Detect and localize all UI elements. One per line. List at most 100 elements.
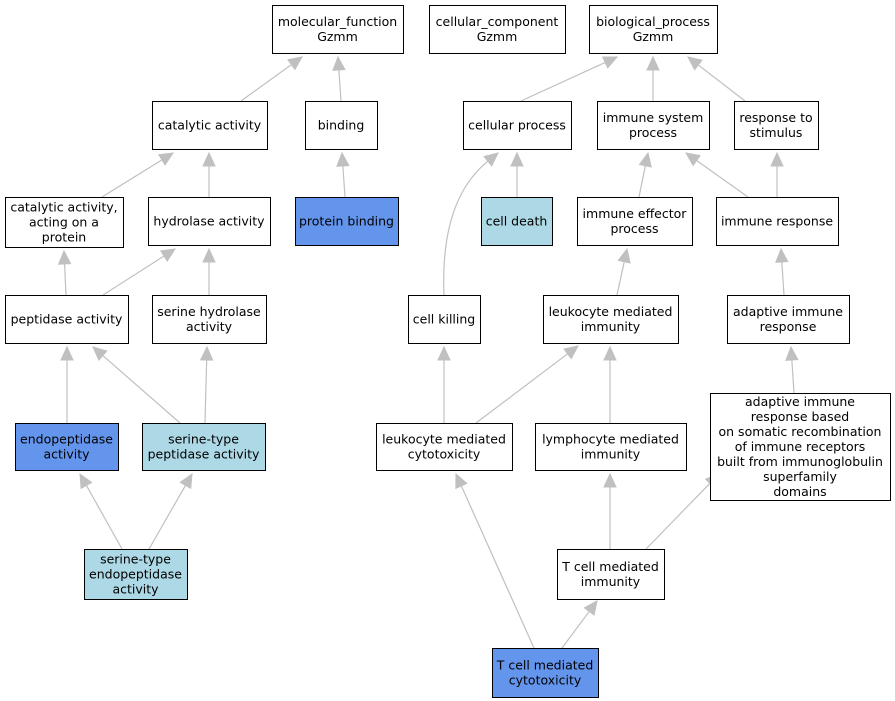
node-label-line: process: [610, 221, 658, 236]
node-label-line: activity: [43, 447, 90, 462]
node-box: [716, 197, 839, 246]
arrowhead: [202, 247, 216, 263]
node-label-line: domains: [773, 484, 826, 499]
arrowhead: [770, 151, 784, 167]
arrowhead: [638, 151, 652, 168]
node-label-line: response: [760, 319, 817, 334]
node-label-line: lymphocyte mediated: [542, 432, 679, 447]
edge-t-cell-mediated-cytotoxicity-to-leukocyte-mediated-cytotoxicity: [455, 472, 535, 649]
node-label-line: Gzmm: [477, 29, 518, 44]
node-label-line: cytotoxicity: [509, 673, 582, 688]
edge-binding-to-molecular-function: [332, 55, 346, 102]
node-box: [148, 197, 271, 246]
arrowhead: [583, 600, 598, 616]
edge-line: [102, 355, 181, 424]
edge-serine-hydrolase-activity-to-hydrolase-activity: [202, 247, 216, 295]
node-label-line: immunity: [581, 319, 641, 334]
edge-line: [561, 611, 590, 649]
node-label-line: immunity: [581, 574, 641, 589]
node-label-line: serine-type: [100, 552, 171, 567]
edge-cellular-process-to-biological-process: [520, 56, 619, 102]
edge-line: [645, 482, 711, 550]
edge-catalytic-activity-protein-to-catalytic-activity: [101, 152, 175, 198]
arrowhead: [179, 472, 193, 490]
edge-peptidase-activity-to-hydrolase-activity: [102, 248, 177, 296]
node-label-line: immunity: [581, 447, 641, 462]
arrowhead: [79, 472, 93, 490]
edge-line: [638, 165, 646, 198]
arrowhead: [510, 151, 524, 167]
edge-line: [342, 165, 346, 198]
edge-hydrolase-activity-to-catalytic-activity: [202, 151, 216, 197]
node-box: [408, 295, 481, 344]
node-label-line: adaptive immune: [745, 394, 855, 409]
node-box: [535, 423, 687, 471]
edge-line: [460, 485, 535, 649]
node-binding: binding: [305, 101, 378, 150]
edge-leukocyte-mediated-immunity-to-immune-effector-process: [616, 247, 631, 296]
node-label-line: activity: [186, 319, 233, 334]
node-box: [5, 295, 129, 344]
arrowhead: [199, 345, 214, 361]
arrowhead: [687, 56, 703, 71]
arrowhead: [483, 152, 499, 167]
arrowhead: [601, 56, 619, 69]
edge-response-to-stimulus-to-biological-process: [687, 56, 746, 102]
node-label-line: peptidase activity: [11, 312, 123, 327]
edge-t-cell-mediated-cytotoxicity-to-t-cell-mediated-immunity: [561, 600, 598, 649]
node-box: [557, 549, 665, 600]
node-box: [710, 393, 891, 501]
node-label-line: cellular process: [468, 118, 566, 133]
arrowhead: [455, 472, 468, 490]
node-label-line: peptidase activity: [148, 447, 260, 462]
edge-peptidase-activity-to-catalytic-activity-protein: [57, 249, 72, 296]
edge-line: [148, 484, 187, 550]
edge-line: [204, 359, 208, 424]
arrowhead: [287, 56, 303, 71]
arrowhead: [646, 55, 660, 71]
arrowhead: [603, 345, 617, 361]
node-label-line: response based: [751, 409, 849, 424]
arrowhead: [157, 152, 175, 166]
node-label-line: binding: [318, 118, 365, 133]
edge-line: [791, 359, 795, 394]
edge-cell-killing-to-cellular-process: [443, 152, 499, 296]
edge-line: [240, 64, 292, 102]
arrowhead: [60, 345, 74, 361]
node-box: [295, 197, 399, 246]
node-box: [543, 295, 679, 344]
node-label-line: adaptive immune: [733, 304, 843, 319]
node-label-line: on somatic recombination: [719, 424, 882, 439]
arrowhead: [57, 249, 72, 265]
edge-line: [520, 61, 606, 102]
node-immune-response: immune response: [716, 197, 839, 246]
edge-immune-system-process-to-biological-process: [646, 55, 660, 101]
node-label-line: immune response: [721, 214, 833, 229]
edge-endopeptidase-activity-to-peptidase-activity: [60, 345, 74, 423]
node-label-line: molecular_function: [278, 14, 397, 29]
node-box: [492, 648, 599, 698]
edge-line: [443, 160, 489, 296]
node-label-line: process: [629, 125, 677, 140]
edge-layer: [57, 55, 799, 649]
edge-serine-type-endopeptidase-activity-to-serine-type-peptidase-activity: [148, 472, 193, 550]
node-box: [463, 101, 572, 150]
node-label-line: serine-type: [168, 432, 239, 447]
arrowhead: [775, 247, 789, 263]
edge-catalytic-activity-to-molecular-function: [240, 56, 303, 102]
edge-immune-effector-process-to-immune-system-process: [638, 151, 652, 198]
edge-line: [696, 160, 749, 198]
edge-leukocyte-mediated-cytotoxicity-to-leukocyte-mediated-immunity: [475, 345, 579, 424]
